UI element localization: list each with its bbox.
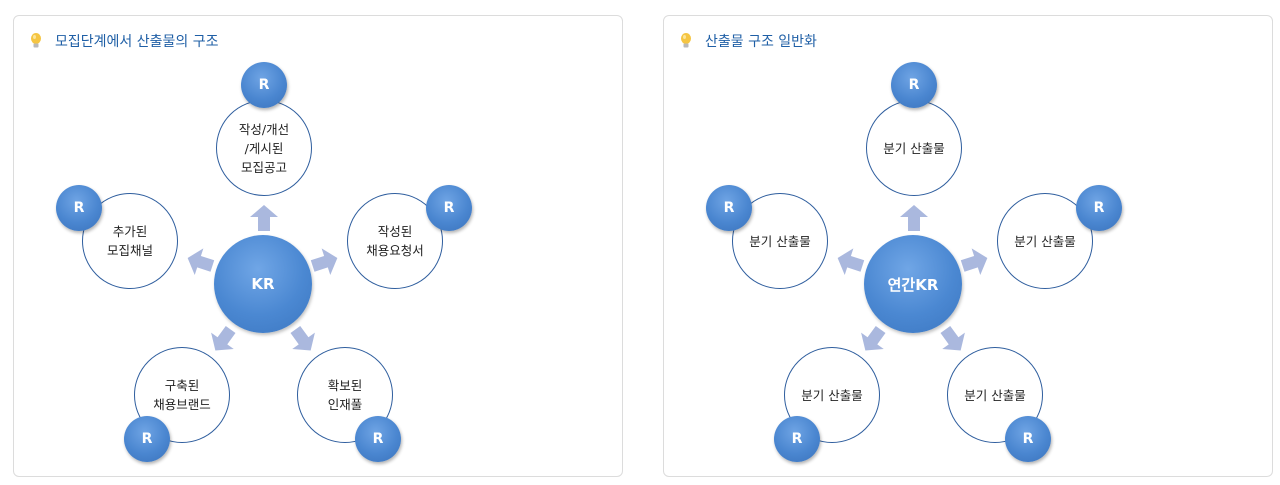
left-panel-title: 모집단계에서 산출물의 구조 xyxy=(29,31,218,51)
badge-upper-right: R xyxy=(426,185,472,231)
lightbulb-icon xyxy=(31,33,41,48)
node-upper-right: 분기 산출물 xyxy=(997,193,1093,289)
left-panel: 모집단계에서 산출물의 구조 작성/개선 /게시된 모집공고 작성된 채용요청서… xyxy=(13,15,623,477)
node-lower-right: 확보된 인재풀 xyxy=(297,347,393,443)
node-top: 작성/개선 /게시된 모집공고 xyxy=(216,100,312,196)
arrow-lower-right xyxy=(940,325,965,351)
badge-upper-left: R xyxy=(56,185,102,231)
left-diagram: 작성/개선 /게시된 모집공고 작성된 채용요청서 확보된 인재풀 구축된 채용… xyxy=(14,16,622,476)
arrow-upper-left xyxy=(837,248,865,276)
badge-top: R xyxy=(891,62,937,108)
badge-top: R xyxy=(241,62,287,108)
node-top: 분기 산출물 xyxy=(866,100,962,196)
right-panel: 산출물 구조 일반화 분기 산출물 분기 산출물 분기 산출물 분기 산출물 분… xyxy=(663,15,1273,477)
left-panel-title-text: 모집단계에서 산출물의 구조 xyxy=(55,34,219,50)
right-diagram: 분기 산출물 분기 산출물 분기 산출물 분기 산출물 분기 산출물 연간KR … xyxy=(664,16,1272,476)
center-circle: KR xyxy=(214,235,312,333)
badge-lower-right: R xyxy=(355,416,401,462)
arrow-lower-left xyxy=(861,325,886,351)
badge-lower-left: R xyxy=(124,416,170,462)
arrow-upper-right xyxy=(310,248,338,276)
badge-upper-right: R xyxy=(1076,185,1122,231)
arrow-upper-right xyxy=(960,248,988,276)
badge-upper-left: R xyxy=(706,185,752,231)
arrow-up xyxy=(900,205,928,231)
arrow-up xyxy=(250,205,278,231)
badge-lower-left: R xyxy=(774,416,820,462)
arrow-lower-left xyxy=(211,325,236,351)
center-circle: 연간KR xyxy=(864,235,962,333)
arrow-upper-left xyxy=(187,248,215,276)
lightbulb-icon xyxy=(681,33,691,48)
right-panel-title: 산출물 구조 일반화 xyxy=(679,31,817,51)
right-panel-title-text: 산출물 구조 일반화 xyxy=(705,34,817,50)
arrow-lower-right xyxy=(290,325,315,351)
badge-lower-right: R xyxy=(1005,416,1051,462)
